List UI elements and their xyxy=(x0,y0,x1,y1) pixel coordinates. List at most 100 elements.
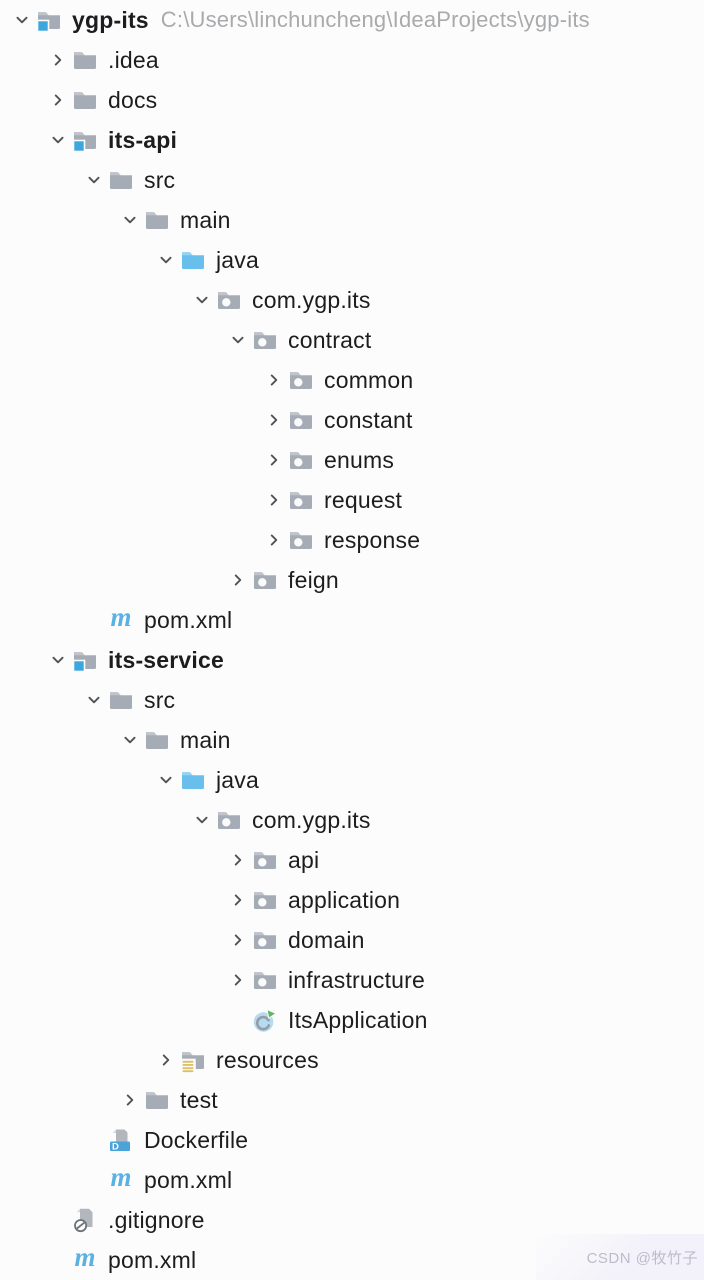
tree-row[interactable]: .gitignore xyxy=(0,1200,704,1240)
tree-row[interactable]: request xyxy=(0,480,704,520)
tree-item-label: common xyxy=(324,366,414,393)
tree-row[interactable]: its-service xyxy=(0,640,704,680)
chevron-right-icon[interactable] xyxy=(46,48,70,72)
chevron-down-icon[interactable] xyxy=(82,688,106,712)
chevron-right-icon[interactable] xyxy=(262,448,286,472)
tree-row[interactable]: enums xyxy=(0,440,704,480)
tree-row[interactable]: common xyxy=(0,360,704,400)
tree-item-label: response xyxy=(324,526,421,553)
chevron-down-icon[interactable] xyxy=(154,248,178,272)
folder-icon xyxy=(144,207,170,233)
package-icon xyxy=(288,527,314,553)
chevron-down-icon[interactable] xyxy=(118,728,142,752)
package-icon xyxy=(252,887,278,913)
tree-item-label: contract xyxy=(288,326,372,353)
chevron-right-icon[interactable] xyxy=(46,88,70,112)
tree-item-label: ygp-its xyxy=(72,6,149,33)
tree-row[interactable]: com.ygp.its xyxy=(0,800,704,840)
chevron-down-icon[interactable] xyxy=(46,128,70,152)
indent-spacer xyxy=(82,608,106,632)
tree-item-label: its-service xyxy=(108,646,224,673)
tree-row[interactable]: .idea xyxy=(0,40,704,80)
tree-item-label: com.ygp.its xyxy=(252,286,371,313)
tree-row[interactable]: its-api xyxy=(0,120,704,160)
chevron-right-icon[interactable] xyxy=(226,848,250,872)
chevron-down-icon[interactable] xyxy=(10,8,34,32)
folder-icon xyxy=(108,167,134,193)
chevron-right-icon[interactable] xyxy=(118,1088,142,1112)
chevron-down-icon[interactable] xyxy=(226,328,250,352)
chevron-right-icon[interactable] xyxy=(262,408,286,432)
tree-row[interactable]: main xyxy=(0,200,704,240)
svg-text:D: D xyxy=(112,1141,119,1152)
tree-row[interactable]: constant xyxy=(0,400,704,440)
tree-row[interactable]: domain xyxy=(0,920,704,960)
chevron-down-icon[interactable] xyxy=(154,768,178,792)
maven-icon: m xyxy=(74,1242,96,1272)
folder-icon xyxy=(144,1087,170,1113)
tree-row[interactable]: D Dockerfile xyxy=(0,1120,704,1160)
chevron-right-icon[interactable] xyxy=(226,888,250,912)
chevron-right-icon[interactable] xyxy=(262,528,286,552)
dockerfile-icon: D xyxy=(108,1127,134,1153)
indent-spacer xyxy=(46,1248,70,1272)
tree-row[interactable]: ItsApplication xyxy=(0,1000,704,1040)
tree-row[interactable]: infrastructure xyxy=(0,960,704,1000)
package-icon xyxy=(252,567,278,593)
chevron-right-icon[interactable] xyxy=(226,568,250,592)
tree-row[interactable]: docs xyxy=(0,80,704,120)
tree-row[interactable]: src xyxy=(0,160,704,200)
tree-row[interactable]: response xyxy=(0,520,704,560)
tree-item-label: pom.xml xyxy=(144,1166,233,1193)
tree-row[interactable]: com.ygp.its xyxy=(0,280,704,320)
watermark-background: CSDN @牧竹子 xyxy=(536,1234,704,1280)
chevron-right-icon[interactable] xyxy=(226,968,250,992)
chevron-down-icon[interactable] xyxy=(190,808,214,832)
chevron-down-icon[interactable] xyxy=(46,648,70,672)
tree-item-label: docs xyxy=(108,86,158,113)
tree-item-label: its-api xyxy=(108,126,178,153)
tree-row[interactable]: contract xyxy=(0,320,704,360)
chevron-right-icon[interactable] xyxy=(262,368,286,392)
tree-row[interactable]: application xyxy=(0,880,704,920)
chevron-right-icon[interactable] xyxy=(154,1048,178,1072)
package-icon xyxy=(252,927,278,953)
tree-item-label: resources xyxy=(216,1046,319,1073)
indent-spacer xyxy=(82,1168,106,1192)
package-icon xyxy=(288,487,314,513)
tree-row[interactable]: java xyxy=(0,760,704,800)
package-icon xyxy=(288,447,314,473)
tree-item-label: java xyxy=(216,246,259,273)
tree-item-label: request xyxy=(324,486,403,513)
chevron-down-icon[interactable] xyxy=(190,288,214,312)
folder-icon xyxy=(72,47,98,73)
chevron-right-icon[interactable] xyxy=(262,488,286,512)
package-icon xyxy=(216,807,242,833)
tree-row[interactable]: api xyxy=(0,840,704,880)
tree-row[interactable]: test xyxy=(0,1080,704,1120)
tree-item-label: src xyxy=(144,686,176,713)
tree-row[interactable]: src xyxy=(0,680,704,720)
chevron-down-icon[interactable] xyxy=(82,168,106,192)
tree-item-label: api xyxy=(288,846,320,873)
package-icon xyxy=(252,967,278,993)
tree-row[interactable]: main xyxy=(0,720,704,760)
tree-item-label: constant xyxy=(324,406,413,433)
tree-row[interactable]: java xyxy=(0,240,704,280)
indent-spacer xyxy=(82,1128,106,1152)
chevron-down-icon[interactable] xyxy=(118,208,142,232)
watermark: CSDN @牧竹子 xyxy=(586,1249,698,1267)
chevron-right-icon[interactable] xyxy=(226,928,250,952)
tree-row[interactable]: resources xyxy=(0,1040,704,1080)
package-icon xyxy=(252,847,278,873)
tree-row[interactable]: feign xyxy=(0,560,704,600)
tree-item-label: main xyxy=(180,726,231,753)
tree-item-label: infrastructure xyxy=(288,966,426,993)
package-icon xyxy=(216,287,242,313)
